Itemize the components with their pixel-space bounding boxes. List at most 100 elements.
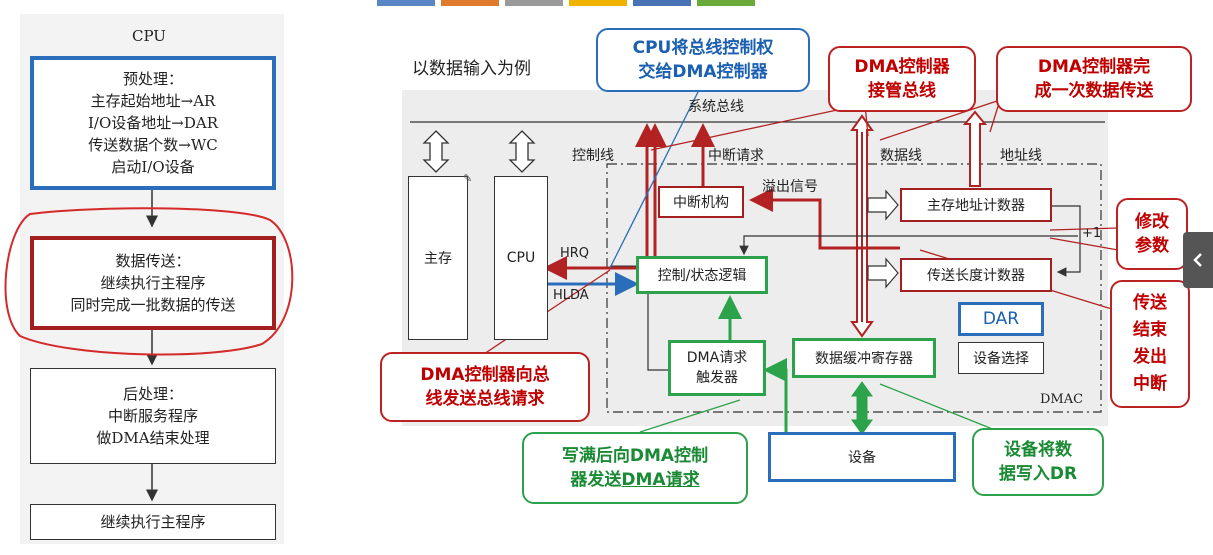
interrupt-unit-block: 中断机构 <box>658 186 744 218</box>
memory-block: 主存 <box>408 176 468 340</box>
data-line-label: 数据线 <box>880 148 922 164</box>
transfer-box: 数据传送： 继续执行主程序 同时完成一批数据的传送 <box>30 236 276 330</box>
control-line-label: 控制线 <box>572 148 614 164</box>
pencil-icon: ✎ <box>463 172 473 185</box>
cpu-label: CPU <box>506 250 536 266</box>
postprocess-line-3: 做DMA结束处理 <box>96 429 210 447</box>
memory-label: 主存 <box>424 251 452 267</box>
top-tab-3[interactable] <box>505 0 563 6</box>
transfer-line-1: 数据传送： <box>115 252 191 270</box>
callout-modify-params-line-1: 修改 <box>1135 212 1169 232</box>
dmac-border <box>606 163 1102 413</box>
callout-dma-complete-line-2: 成一次数据传送 <box>1034 81 1154 101</box>
callout-bus-request-line-2: 线发送总线请求 <box>425 389 545 409</box>
device-block: 设备 <box>768 432 956 482</box>
control-logic-label: 控制/状态逻辑 <box>657 268 747 284</box>
pointer-modify-2 <box>1049 237 1119 251</box>
callout-bus-request-line-1: DMA控制器向总 <box>420 365 550 385</box>
preprocess-line-5: 启动I/O设备 <box>111 158 195 176</box>
postprocess-line-1: 后处理： <box>122 385 183 403</box>
interrupt-request-label: 中断请求 <box>708 148 764 164</box>
device-select-label: 设备选择 <box>973 351 1029 367</box>
preprocess-line-3: I/O设备地址→DAR <box>88 114 218 132</box>
top-tab-4[interactable] <box>569 0 627 6</box>
callout-dma-take-over: DMA控制器 接管总线 <box>828 46 976 112</box>
overflow-signal-label: 溢出信号 <box>762 179 818 195</box>
preprocess-line-2: 主存起始地址→AR <box>90 92 216 110</box>
pointer-modify-1 <box>1049 227 1119 231</box>
callout-write-full: 写满后向DMA控制 器发送DMA请求 <box>522 432 748 504</box>
callout-cpu-hand-over: CPU将总线控制权 交给DMA控制器 <box>596 28 810 92</box>
top-tab-6[interactable] <box>697 0 755 6</box>
dar-block: DAR <box>958 302 1044 336</box>
callout-dma-complete-line-1: DMA控制器完 <box>1037 57 1151 77</box>
postprocess-box: 后处理： 中断服务程序 做DMA结束处理 <box>30 368 276 464</box>
length-counter-arrow <box>867 257 899 289</box>
dar-label: DAR <box>982 309 1020 329</box>
preprocess-box: 预处理： 主存起始地址→AR I/O设备地址→DAR 传送数据个数→WC 启动I… <box>30 56 276 190</box>
address-line-label: 地址线 <box>1000 148 1042 164</box>
top-tab-5[interactable] <box>633 0 691 6</box>
callout-cpu-hand-over-line-2: 交给DMA控制器 <box>638 62 768 82</box>
counter-to-control-line <box>739 235 1078 256</box>
pointer-write-full <box>639 399 741 433</box>
callout-dma-take-over-line-1: DMA控制器 <box>854 57 950 77</box>
callout-write-full-line-2: 器发送DMA请求 <box>524 468 746 492</box>
system-bus-label: 系统总线 <box>688 99 744 115</box>
device-label: 设备 <box>848 450 876 466</box>
callout-device-write: 设备将数 据写入DR <box>972 428 1104 496</box>
device-buffer-arrow <box>851 381 873 435</box>
callout-device-write-line-1: 设备将数 <box>1004 440 1072 460</box>
top-tab-2[interactable] <box>441 0 499 6</box>
data-buffer-block: 数据缓冲寄存器 <box>792 338 936 378</box>
device-select-block: 设备选择 <box>958 342 1044 374</box>
cpu-bus-arrow <box>508 130 536 173</box>
length-counter-block: 传送长度计数器 <box>900 258 1052 292</box>
memory-bus-arrow <box>422 130 450 173</box>
cpu-block: CPU <box>494 176 548 340</box>
flow-title: CPU <box>132 27 166 45</box>
callout-cpu-hand-over-line-1: CPU将总线控制权 <box>632 38 774 58</box>
transfer-line-3: 同时完成一批数据的传送 <box>70 296 236 314</box>
length-counter-label: 传送长度计数器 <box>927 268 1025 284</box>
flowchart-arrows <box>4 190 294 502</box>
data-buffer-label: 数据缓冲寄存器 <box>815 351 913 367</box>
transfer-line-2: 继续执行主程序 <box>100 274 206 292</box>
preprocess-line-1: 预处理： <box>122 70 183 88</box>
device-to-trigger-arrow <box>763 358 788 432</box>
callout-end-interrupt-line-1: 传送 <box>1133 293 1167 313</box>
overflow-signal-line <box>749 188 900 250</box>
side-nav-button[interactable] <box>1183 232 1213 288</box>
addr-counter-arrow <box>867 189 899 221</box>
callout-device-write-line-2: 据写入DR <box>998 464 1078 484</box>
callout-write-full-prefix: 器发送 <box>570 470 622 490</box>
pointer-dma-take-over-1 <box>650 103 866 151</box>
callout-modify-params: 修改 参数 <box>1116 198 1188 270</box>
address-line-arrow <box>962 110 988 187</box>
continue-box: 继续执行主程序 <box>30 504 276 540</box>
callout-modify-params-line-2: 参数 <box>1135 236 1169 256</box>
pointer-dma-complete-1 <box>879 99 1001 141</box>
preprocess-line-4: 传送数据个数→WC <box>88 136 218 154</box>
diagram-heading: 以数据输入为例 <box>412 59 531 79</box>
callout-end-interrupt-line-3: 发出 <box>1133 347 1167 367</box>
plus-one-label: +1 <box>1082 226 1102 241</box>
control-logic-block: 控制/状态逻辑 <box>636 256 768 294</box>
hlda-label: HLDA <box>553 288 589 303</box>
pointer-device-write <box>879 383 1001 433</box>
dma-trigger-line-2: 触发器 <box>696 370 738 386</box>
pointer-cpu-hand-over <box>609 87 701 269</box>
callout-end-interrupt-line-2: 结束 <box>1133 320 1167 340</box>
hrq-label: HRQ <box>560 246 590 261</box>
chevron-left-icon <box>1193 253 1202 267</box>
addr-counter-block: 主存地址计数器 <box>900 188 1052 222</box>
plus-one-loop <box>1052 205 1081 277</box>
top-tab-1[interactable] <box>377 0 435 6</box>
dma-trigger-block: DMA请求 触发器 <box>668 340 766 396</box>
continue-text: 继续执行主程序 <box>100 513 206 531</box>
addr-counter-label: 主存地址计数器 <box>927 198 1025 214</box>
callout-write-full-emph: DMA请求 <box>621 470 700 490</box>
interrupt-unit-label: 中断机构 <box>673 195 729 211</box>
callout-end-interrupt-line-4: 中断 <box>1133 374 1167 394</box>
dmac-label: DMAC <box>1040 392 1084 407</box>
